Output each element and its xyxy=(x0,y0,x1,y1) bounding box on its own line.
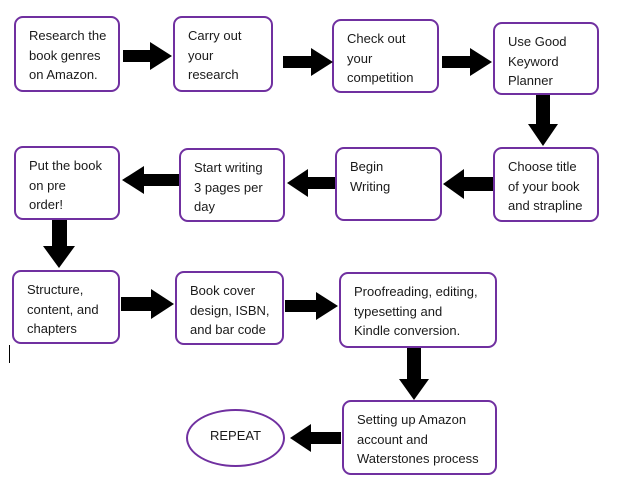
arrow-right-5 xyxy=(285,292,338,320)
arrow-left-3 xyxy=(122,166,179,194)
arrow-right-4 xyxy=(121,289,174,319)
step-carry-out-research: Carry out your research xyxy=(173,16,273,92)
repeat-oval: REPEAT xyxy=(186,409,285,467)
arrow-left-4 xyxy=(290,424,341,452)
arrow-down-3 xyxy=(399,348,429,400)
step-begin-writing: Begin Writing xyxy=(335,147,442,221)
arrow-left-1 xyxy=(443,169,493,199)
arrow-right-3 xyxy=(442,48,492,76)
step-keyword-planner: Use Good Keyword Planner xyxy=(493,22,599,95)
step-amazon-account: Setting up Amazon account and Waterstone… xyxy=(342,400,497,475)
text-cursor xyxy=(9,345,10,363)
step-pre-order: Put the book on pre order! xyxy=(14,146,120,220)
arrow-down-2 xyxy=(43,220,75,268)
step-choose-title: Choose title of your book and strapline xyxy=(493,147,599,222)
step-book-cover: Book cover design, ISBN, and bar code xyxy=(175,271,284,345)
step-proofreading: Proofreading, editing, typesetting and K… xyxy=(339,272,497,348)
arrow-down-1 xyxy=(528,95,558,146)
arrow-left-2 xyxy=(287,169,335,197)
arrow-right-1 xyxy=(123,42,172,70)
step-structure: Structure, content, and chapters xyxy=(12,270,120,344)
step-research-genres: Research the book genres on Amazon. xyxy=(14,16,120,92)
step-start-writing: Start writing 3 pages per day xyxy=(179,148,285,222)
step-check-competition: Check out your competition xyxy=(332,19,439,93)
arrow-right-2 xyxy=(283,48,333,76)
